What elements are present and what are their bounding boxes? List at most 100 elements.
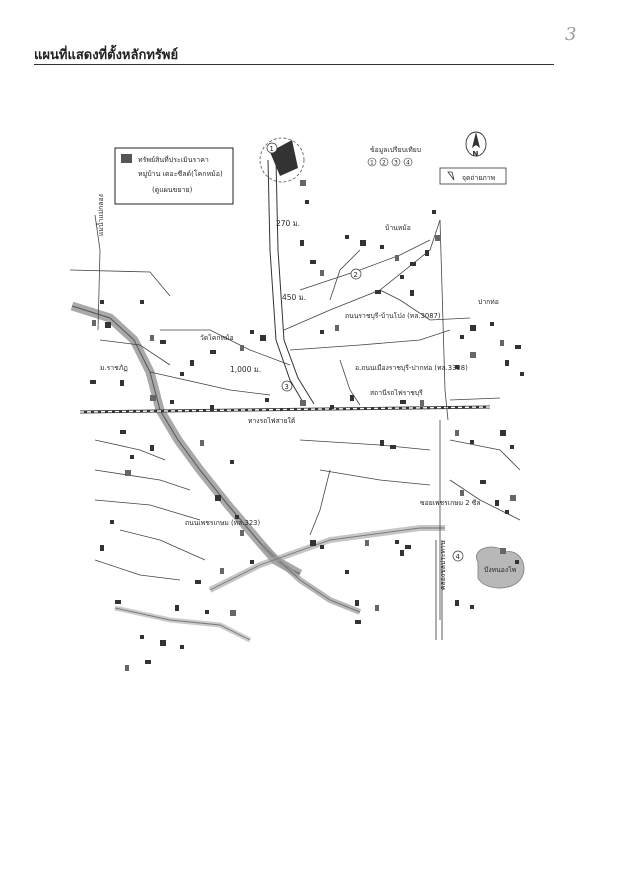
building-icon [380, 245, 384, 249]
legend-box: ทรัพย์สินที่ประเมินราคา หมู่บ้าน เดอะซีล… [114, 147, 234, 205]
photo-point-legend: จุดถ่ายภาพ [439, 167, 507, 185]
comparable-marker-1: 1 [270, 145, 274, 153]
building-icon [110, 520, 114, 524]
southeast-road [114, 525, 445, 643]
building-icon [425, 250, 429, 256]
building-icon [310, 260, 316, 264]
place-station: สถานีรถไฟราชบุรี [370, 389, 423, 397]
comparables-key: ข้อมูลเปรียบเทียบ 1 2 3 4 [367, 146, 421, 167]
place-university: ม.ราชภัฏ [100, 364, 128, 372]
building-icon [140, 635, 144, 639]
building-icon [200, 440, 204, 446]
main-highway [70, 301, 303, 578]
building-icon [420, 400, 424, 406]
building-icon [240, 530, 244, 536]
building-icon [175, 605, 179, 611]
building-icon [365, 540, 369, 546]
building-icon [380, 440, 384, 446]
building-icon [215, 495, 221, 501]
building-icon [120, 380, 124, 386]
place-ban-mo: บ้านหม้อ [385, 224, 411, 232]
building-icon [330, 405, 334, 409]
building-icon [395, 255, 399, 261]
building-icon [230, 460, 234, 464]
building-icon [100, 300, 104, 304]
building-icon [310, 540, 316, 546]
building-icon [180, 372, 184, 376]
building-icon [350, 395, 354, 401]
building-icon [432, 210, 436, 214]
building-icon [230, 610, 236, 616]
building-icon [400, 550, 404, 556]
building-icon [300, 240, 304, 246]
building-icon [150, 335, 154, 341]
building-icon [455, 430, 459, 436]
building-icon [250, 330, 254, 334]
page-title: แผนที่แสดงที่ตั้งหลักทรัพย์ [34, 48, 179, 63]
building-icon [140, 300, 144, 304]
building-icon [500, 548, 506, 554]
svg-text:3: 3 [285, 383, 289, 391]
highway-label: อ.ถนนเมืองราชบุรี-ปากท่อ (ทล.3338) [355, 364, 468, 372]
building-icon [240, 345, 244, 351]
building-icon [500, 430, 506, 436]
building-icon [520, 372, 524, 376]
building-icon [470, 440, 474, 444]
minor-roads [69, 214, 521, 620]
building-icon [375, 605, 379, 611]
building-icon [490, 322, 494, 326]
place-pak-tho: ปากท่อ [478, 298, 499, 306]
comparable-marker-3: 3 [281, 380, 293, 392]
building-icon [470, 325, 476, 331]
building-icon [375, 290, 381, 294]
building-icon [260, 335, 266, 341]
building-icon [92, 320, 96, 326]
building-icon [345, 235, 349, 239]
soi-label: ซอยเพชรเกษม 2 ซีล [420, 499, 481, 507]
building-icon [120, 430, 126, 434]
building-icon [480, 480, 486, 484]
building-icon [210, 405, 214, 411]
subject-swatch-icon [121, 154, 132, 163]
building-icon [400, 400, 406, 404]
distance-270: 270 ม. [276, 219, 300, 228]
building-icon [320, 545, 324, 549]
building-icon [320, 270, 324, 276]
comparable-marker-4: 4 [452, 550, 464, 562]
building-icon [180, 645, 184, 649]
building-icon [265, 398, 269, 402]
building-icon [435, 235, 441, 241]
building-icon [515, 345, 521, 349]
building-icon [510, 495, 516, 501]
page-number: 3 [565, 24, 577, 45]
building-icon [455, 600, 459, 606]
building-icon [250, 560, 254, 564]
bypass-label: ถนนเพชรเกษม (ทล.323) [185, 519, 260, 527]
building-icon [115, 600, 121, 604]
building-icon [145, 660, 151, 664]
building-icon [470, 352, 476, 358]
building-icon [150, 445, 154, 451]
building-icon [400, 275, 404, 279]
subject-property: 1 [259, 137, 305, 183]
building-icon [510, 445, 514, 449]
building-icon [410, 290, 414, 296]
building-icon [395, 540, 399, 544]
key-marker-4: 4 [406, 160, 410, 167]
north-south-road [267, 159, 315, 405]
building-icon [355, 620, 361, 624]
building-icon [405, 545, 411, 549]
building-icon [515, 560, 519, 564]
camera-point-icon [447, 171, 455, 181]
river-label: แม่น้ำแม่กลอง [95, 194, 105, 236]
building-icon [460, 490, 464, 496]
key-marker-2: 2 [382, 160, 386, 167]
building-icon [100, 545, 104, 551]
district-road-label: ถนนราชบุรี-บ้านโป่ง (ทล.3087) [345, 311, 441, 320]
building-icon [130, 455, 134, 459]
building-icon [495, 500, 499, 506]
pond [476, 546, 525, 589]
building-icon [360, 240, 366, 246]
title-divider [34, 64, 554, 65]
